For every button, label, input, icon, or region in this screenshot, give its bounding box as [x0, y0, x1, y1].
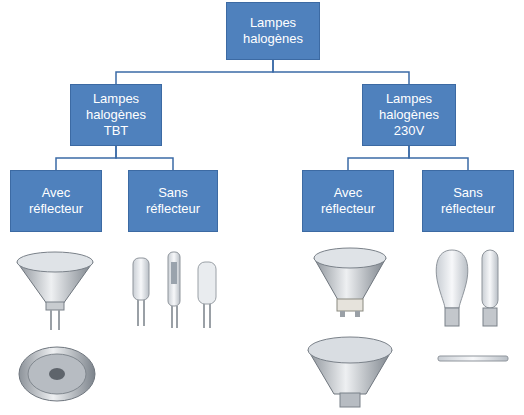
category-box: Sans réflecteur — [422, 170, 514, 232]
box-label: Sans réflecteur — [427, 185, 509, 217]
reflector-front — [314, 248, 386, 268]
bulb-lamps — [436, 250, 508, 361]
tree-connector — [273, 60, 409, 84]
capsule-glass — [168, 252, 180, 306]
screw-base — [340, 393, 360, 407]
lamp-pin — [171, 306, 173, 328]
lamp-pin — [176, 306, 178, 328]
category-box: Lampes halogènes — [226, 2, 320, 60]
reflector-front — [17, 252, 93, 272]
box-label: Avec réflecteur — [307, 185, 389, 217]
tree-connector — [409, 146, 468, 170]
tree-connector — [348, 146, 409, 170]
reflector-cap — [49, 368, 65, 380]
box-label: Lampes halogènes — [231, 15, 315, 47]
reflector-inner — [28, 354, 86, 394]
mr16-lamp — [17, 252, 93, 330]
category-box: Avec réflecteur — [10, 170, 102, 232]
capsule-glass — [198, 262, 216, 304]
screw-base — [445, 308, 459, 326]
lamp-pin — [355, 311, 360, 317]
lamp-pin — [50, 310, 52, 330]
lamp-base — [337, 299, 363, 311]
lamp-pin — [137, 300, 139, 326]
box-label: Lampes halogènes TBT — [75, 91, 157, 139]
par-lamp — [308, 337, 392, 407]
box-label: Lampes halogènes 230V — [367, 91, 451, 139]
category-box: Avec réflecteur — [302, 170, 394, 232]
tree-connector — [116, 60, 273, 84]
bulb-glass — [482, 250, 498, 308]
lamp-pin — [58, 310, 60, 330]
tree-connector — [116, 146, 173, 170]
lamp-pin — [143, 300, 145, 326]
bulb-glass — [436, 250, 468, 308]
lamp-pin — [203, 304, 205, 328]
lamp-base — [46, 302, 64, 310]
gu10-lamp — [314, 248, 386, 317]
linear-lamp — [438, 356, 508, 361]
reflector-front — [308, 337, 392, 363]
capsule-lamps — [133, 252, 216, 328]
capsule-glass — [133, 258, 149, 300]
category-box: Sans réflecteur — [128, 170, 218, 232]
box-label: Avec réflecteur — [15, 185, 97, 217]
reflector-ring — [19, 347, 95, 401]
ar111-lamp — [19, 347, 95, 401]
screw-base — [483, 308, 497, 326]
category-box: Lampes halogènes TBT — [70, 84, 162, 146]
category-box: Lampes halogènes 230V — [362, 84, 456, 146]
box-label: Sans réflecteur — [133, 185, 213, 217]
lamp-pin — [340, 311, 345, 317]
capsule-filament — [171, 262, 177, 284]
lamp-pin — [209, 304, 211, 328]
tree-connector — [56, 146, 116, 170]
